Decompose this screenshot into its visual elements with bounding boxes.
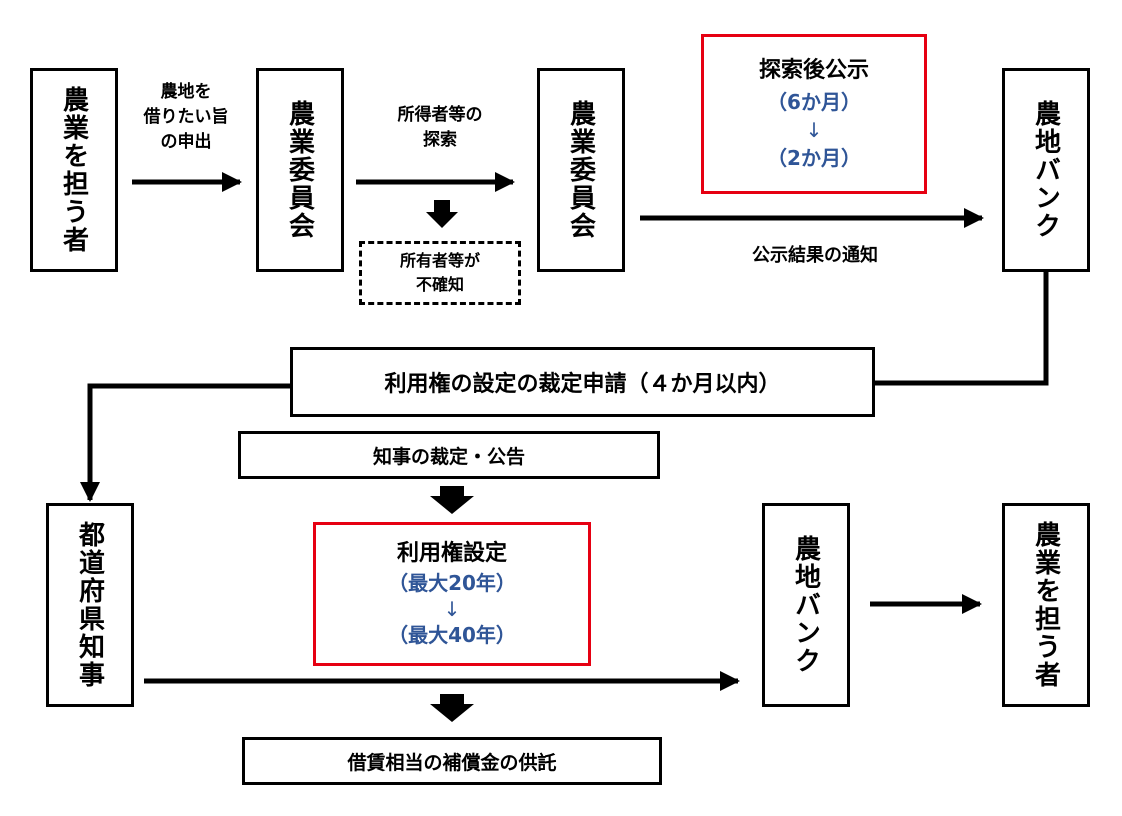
right-setting-after: （最大40年） — [388, 623, 516, 647]
application-text: 利用権の設定の裁定申請（４か月以内） — [384, 372, 781, 397]
application-box: 利用権の設定の裁定申請（４か月以内） — [290, 347, 875, 417]
deposit-box: 借賃相当の補償金の供託 — [242, 737, 662, 785]
notice-arrow-icon: ↓ — [805, 118, 823, 142]
governor-text: 都道府県知事 — [74, 521, 105, 689]
farmer-box-right: 農業を担う者 — [1002, 503, 1090, 707]
deposit-text: 借賃相当の補償金の供託 — [347, 751, 557, 774]
bank-bottom-text: 農地バンク — [790, 535, 821, 675]
unknown-line-1: 所有者等が — [399, 251, 480, 270]
decision-text: 知事の裁定・公告 — [372, 445, 525, 468]
right-setting-before: （最大20年） — [388, 571, 516, 595]
bank-top-text: 農地バンク — [1030, 100, 1061, 240]
right-setting-box: 利用権設定 （最大20年） ↓ （最大40年） — [313, 522, 591, 666]
down-arrow-unknown — [426, 200, 458, 228]
search-label: 所得者等の 探索 — [370, 103, 510, 153]
line-bank-to-application — [875, 272, 1049, 386]
arrow-application-to-governor — [80, 383, 290, 502]
right-setting-arrow-icon: ↓ — [443, 597, 461, 621]
farmer-box-left: 農業を担う者 — [30, 68, 118, 272]
down-arrow-deposit — [430, 694, 474, 722]
notice-before: （6か月） — [767, 90, 861, 114]
committee-box-1: 農業委員会 — [256, 68, 344, 272]
request-label: 農地を 借りたい旨 の申出 — [126, 80, 246, 155]
notice-title: 探索後公示 — [758, 58, 869, 83]
farmer-right-text: 農業を担う者 — [1030, 521, 1061, 689]
unknown-line-2: 不確知 — [415, 275, 464, 294]
search-line-2: 探索 — [423, 130, 457, 150]
committee-box-2: 農業委員会 — [537, 68, 625, 272]
notice-after: （2か月） — [767, 146, 861, 170]
request-line-3: の申出 — [160, 132, 212, 152]
committee-2-text: 農業委員会 — [565, 100, 596, 240]
search-line-1: 所得者等の — [397, 105, 483, 125]
request-line-1: 農地を — [160, 82, 212, 102]
notify-label: 公示結果の通知 — [752, 245, 878, 266]
farmer-left-text: 農業を担う者 — [58, 86, 89, 254]
request-line-2: 借りたい旨 — [143, 107, 229, 127]
bank-box-bottom: 農地バンク — [762, 503, 850, 707]
committee-1-text: 農業委員会 — [284, 100, 315, 240]
notice-box: 探索後公示 （6か月） ↓ （2か月） — [701, 34, 927, 194]
bank-box-top: 農地バンク — [1002, 68, 1090, 272]
governor-box: 都道府県知事 — [46, 503, 134, 707]
decision-box: 知事の裁定・公告 — [238, 431, 660, 479]
unknown-owner-box: 所有者等が 不確知 — [359, 241, 521, 305]
right-setting-title: 利用権設定 — [396, 541, 507, 566]
down-arrow-decision — [430, 486, 474, 514]
